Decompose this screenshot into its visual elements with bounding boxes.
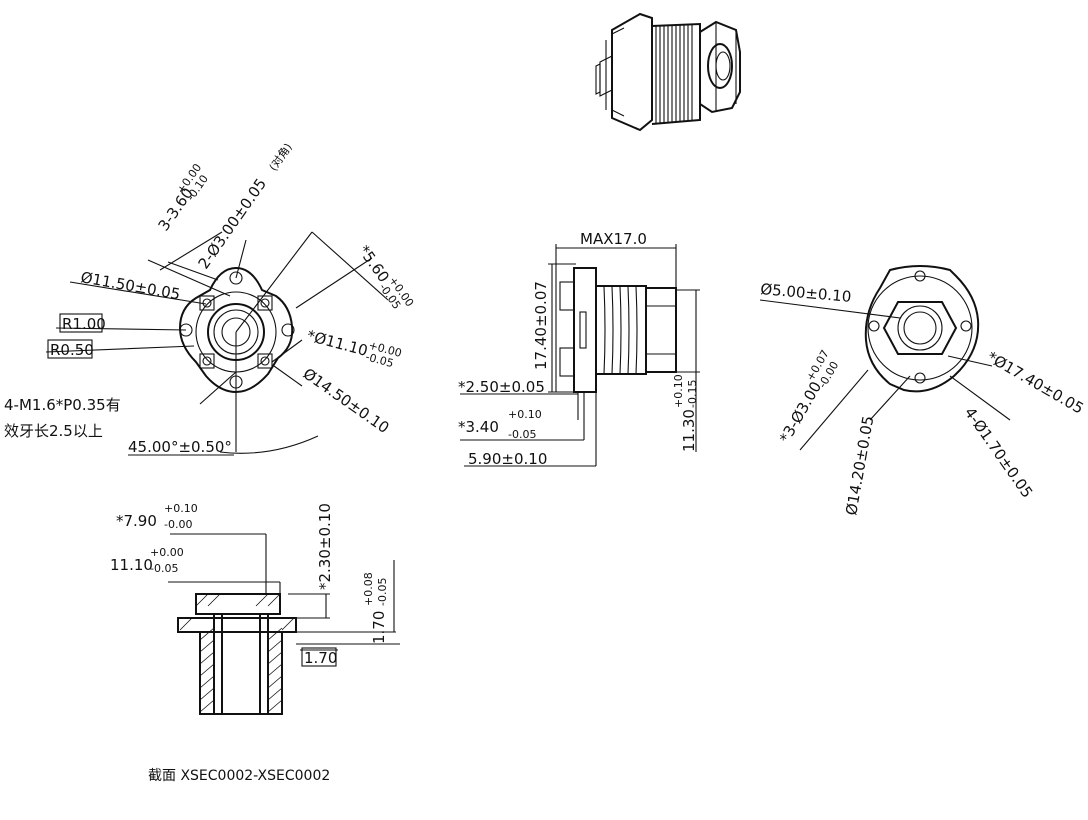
back-view (759, 265, 1011, 451)
dim-l340-tol-bot: -0.05 (508, 428, 536, 441)
dim-h170-tol-bot: -0.05 (376, 578, 389, 606)
dim-dia-1110: *Ø11.10 (305, 326, 370, 359)
dim-w1110-tol-bot: -0.05 (150, 562, 178, 575)
dim-h1130-tol-bot: -0.15 (686, 380, 699, 408)
thread-note-line1: 4-M1.6*P0.35有 (4, 396, 121, 414)
dim-w790-tol-top: +0.10 (164, 502, 198, 515)
front-view-labels: 3-3.60 +0.00 -0.10 2-Ø3.00±0.05 (对角) Ø11… (4, 140, 416, 456)
dim-h170-tol-top: +0.08 (362, 572, 375, 606)
dim-h170: 1.70 (370, 611, 388, 644)
dim-r050: R0.50 (50, 341, 94, 359)
dim-h1130-tol-top: +0.10 (672, 374, 685, 408)
section-caption: 截面 XSEC0002-XSEC0002 (148, 768, 330, 784)
dim-w790-tol-bot: -0.00 (164, 518, 192, 531)
dim-holes: 2-Ø3.00±0.05 (195, 175, 271, 272)
dim-angle: 45.00°±0.50° (128, 438, 232, 456)
dim-l340: *3.40 (458, 418, 499, 436)
dim-dia-170: 4-Ø1.70±0.05 (961, 404, 1037, 501)
dim-holes3: *3-Ø3.00 (776, 378, 825, 446)
side-view (460, 244, 700, 467)
dim-w560: *5.60 (355, 242, 393, 286)
dim-w1110: 11.10 (110, 556, 153, 574)
thread-note-line2: 效牙长2.5以上 (4, 422, 103, 440)
section-view-labels: *7.90 +0.10 -0.00 11.10 +0.00 -0.05 *2.3… (110, 502, 389, 784)
dim-dia-1450: Ø14.50±0.10 (300, 365, 393, 438)
dim-w790: *7.90 (116, 512, 157, 530)
dim-h230: *2.30±0.10 (316, 503, 334, 590)
side-view-labels: MAX17.0 17.40±0.07 *2.50±0.05 *3.40 +0.1… (458, 230, 699, 468)
dim-l590: 5.90±0.10 (468, 450, 547, 468)
dim-h1740: 17.40±0.07 (532, 281, 550, 370)
dim-w1110-tol-top: +0.00 (150, 546, 184, 559)
dim-h1130: 11.30 (680, 409, 698, 452)
dim-max: MAX17.0 (580, 230, 647, 248)
dim-r100: R1.00 (62, 315, 106, 333)
dim-dia-1150: Ø11.50±0.05 (79, 268, 181, 303)
front-view (45, 231, 389, 454)
dim-l340-tol-top: +0.10 (508, 408, 542, 421)
dim-l250: *2.50±0.05 (458, 378, 545, 396)
isometric-3d-view (595, 12, 741, 132)
dim-box170: 1.70 (304, 649, 337, 667)
back-view-labels: Ø5.00±0.10 *3-Ø3.00 +0.07 -0.00 Ø14.20±0… (760, 280, 1087, 517)
dim-dia-1420: Ø14.20±0.05 (842, 414, 877, 516)
dim-holes-note: (对角) (266, 140, 295, 173)
section-view (168, 533, 400, 715)
dim-dia-1740: *Ø17.40±0.05 (984, 348, 1087, 418)
